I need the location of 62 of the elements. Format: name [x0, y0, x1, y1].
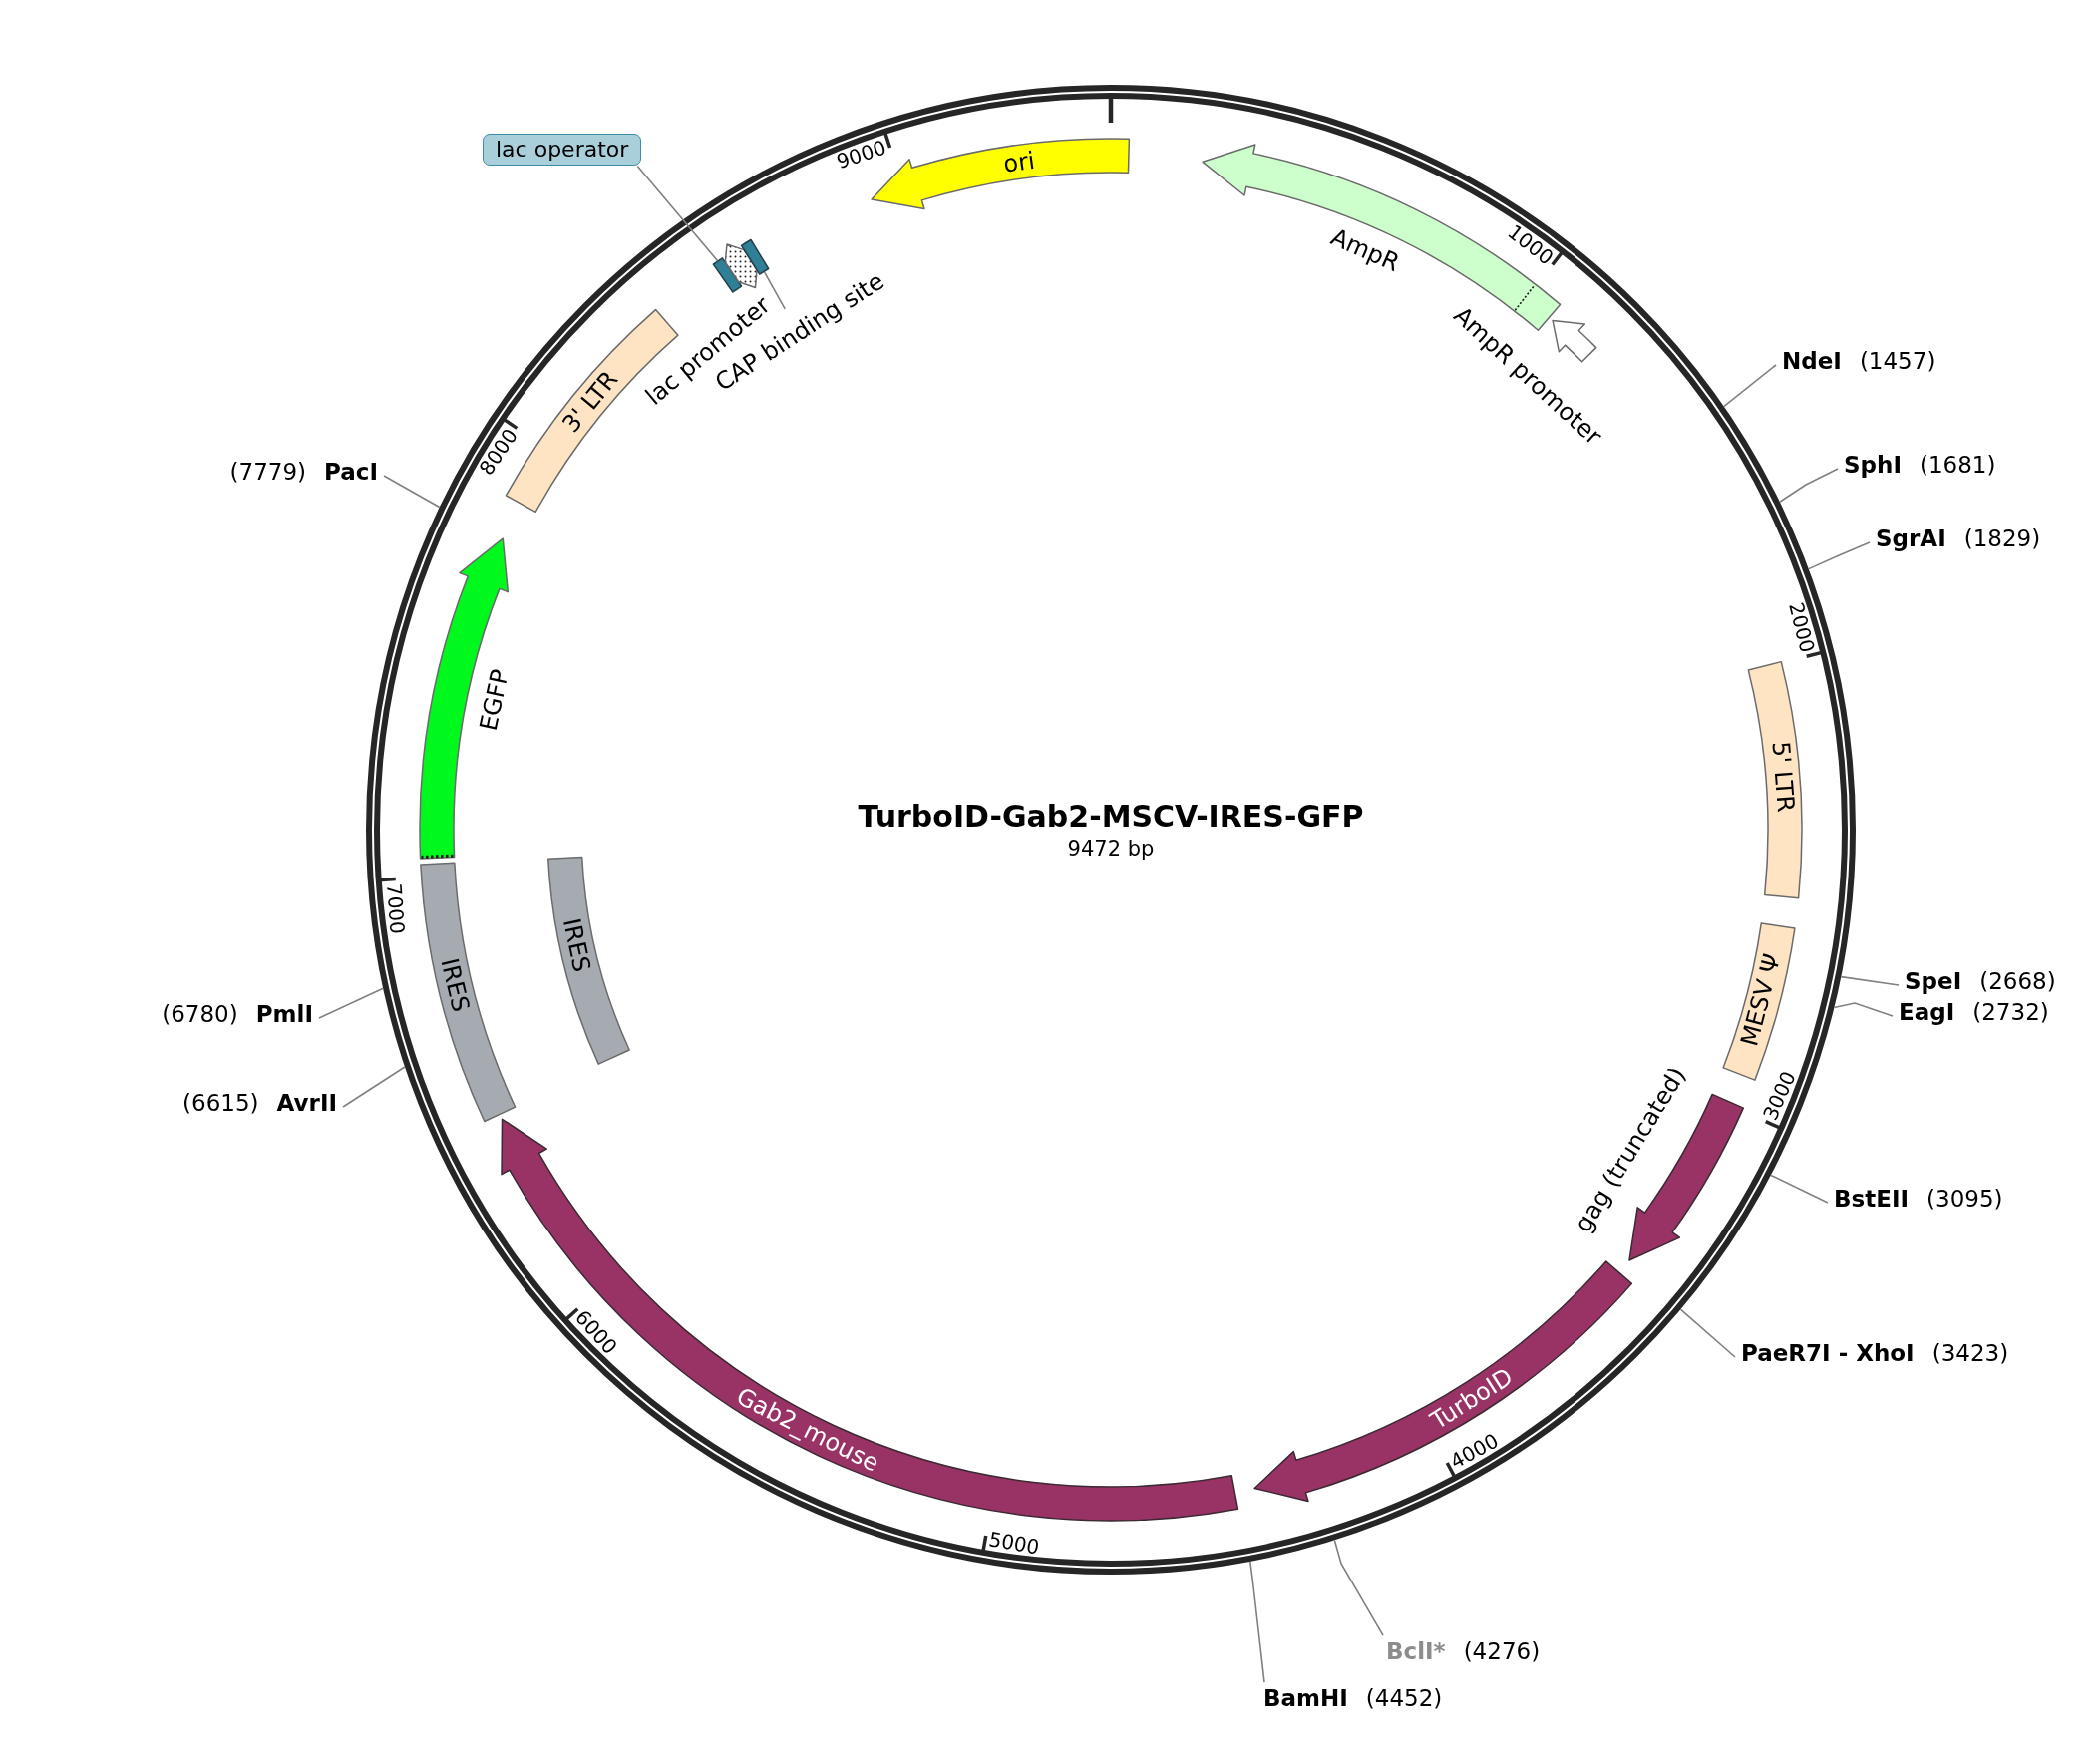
enzyme-name: SphI — [1844, 452, 1902, 480]
feature-label: IRES — [436, 955, 475, 1014]
leader-line — [1770, 1174, 1829, 1204]
scale-number: 5000 — [987, 1527, 1042, 1559]
feature-band — [546, 856, 631, 1066]
site-position: (2732) — [1972, 999, 2049, 1027]
scale-number: 4000 — [1446, 1429, 1502, 1473]
scale-number: 3000 — [1759, 1067, 1800, 1124]
scale-number: 2000 — [1784, 599, 1819, 655]
enzyme-name: NdeI — [1782, 348, 1842, 376]
feature-band — [419, 862, 517, 1123]
directional-feature — [419, 537, 510, 860]
site-position: (7779) — [229, 459, 307, 487]
enzyme-name: BstEII — [1834, 1186, 1910, 1214]
enzyme-name: PaeR7I - XhoI — [1741, 1340, 1915, 1368]
leader-line — [763, 271, 786, 310]
site-position: (4452) — [1365, 1685, 1443, 1713]
leader-line — [342, 1066, 406, 1108]
leader-line — [1778, 468, 1839, 504]
site-position: (1681) — [1919, 452, 1996, 480]
leader-line — [1249, 1561, 1265, 1683]
site-position: (3423) — [1931, 1340, 2009, 1368]
feature-label: 5' LTR — [1766, 740, 1799, 814]
leader-line — [1840, 975, 1900, 986]
directional-feature — [1253, 1260, 1633, 1503]
site-position: (3095) — [1926, 1186, 2003, 1214]
enzyme-name: EagI — [1899, 999, 1955, 1027]
enzyme-name: BamHI — [1263, 1685, 1348, 1713]
feature-label: ori — [1002, 148, 1037, 178]
site-position: (6780) — [162, 1001, 238, 1029]
feature-band — [1747, 660, 1803, 899]
enzyme-name: SpeI — [1905, 968, 1962, 996]
feature-label: 3' LTR — [556, 366, 623, 438]
leader-line — [383, 475, 441, 509]
scale-number: 7000 — [383, 881, 409, 935]
plasmid-length: 9472 bp — [1067, 837, 1155, 861]
enzyme-name: PmlI — [255, 1001, 313, 1029]
enzyme-name: PacI — [324, 459, 378, 487]
leader-line — [1833, 1002, 1894, 1017]
callout-label: lac operator — [483, 134, 642, 166]
plasmid-name: TurboID-Gab2-MSCV-IRES-GFP — [858, 798, 1364, 834]
site-position: (4276) — [1463, 1638, 1541, 1666]
site-position: (2668) — [1979, 968, 2056, 996]
directional-feature — [501, 1118, 1239, 1522]
leader-line — [1333, 1539, 1384, 1636]
leader-line — [1722, 364, 1777, 408]
site-position: (1457) — [1859, 348, 1936, 376]
leader-line — [636, 165, 719, 261]
site-position: (6615) — [182, 1090, 259, 1118]
enzyme-name: AvrII — [276, 1090, 337, 1118]
binding-site-mark — [740, 238, 770, 276]
enzyme-name: BclI* — [1386, 1638, 1446, 1666]
feature-label: MESV Ψ — [1736, 951, 1786, 1049]
leader-line — [1808, 541, 1871, 570]
feature-label: IRES — [557, 915, 595, 975]
scale-number: 9000 — [834, 136, 889, 174]
enzyme-name: SgrAI — [1876, 526, 1946, 553]
leader-line — [1679, 1308, 1736, 1358]
binding-site-mark — [712, 256, 743, 293]
feature-label: EGFP — [475, 666, 514, 733]
leader-line — [318, 987, 384, 1019]
site-position: (1829) — [1963, 526, 2041, 553]
